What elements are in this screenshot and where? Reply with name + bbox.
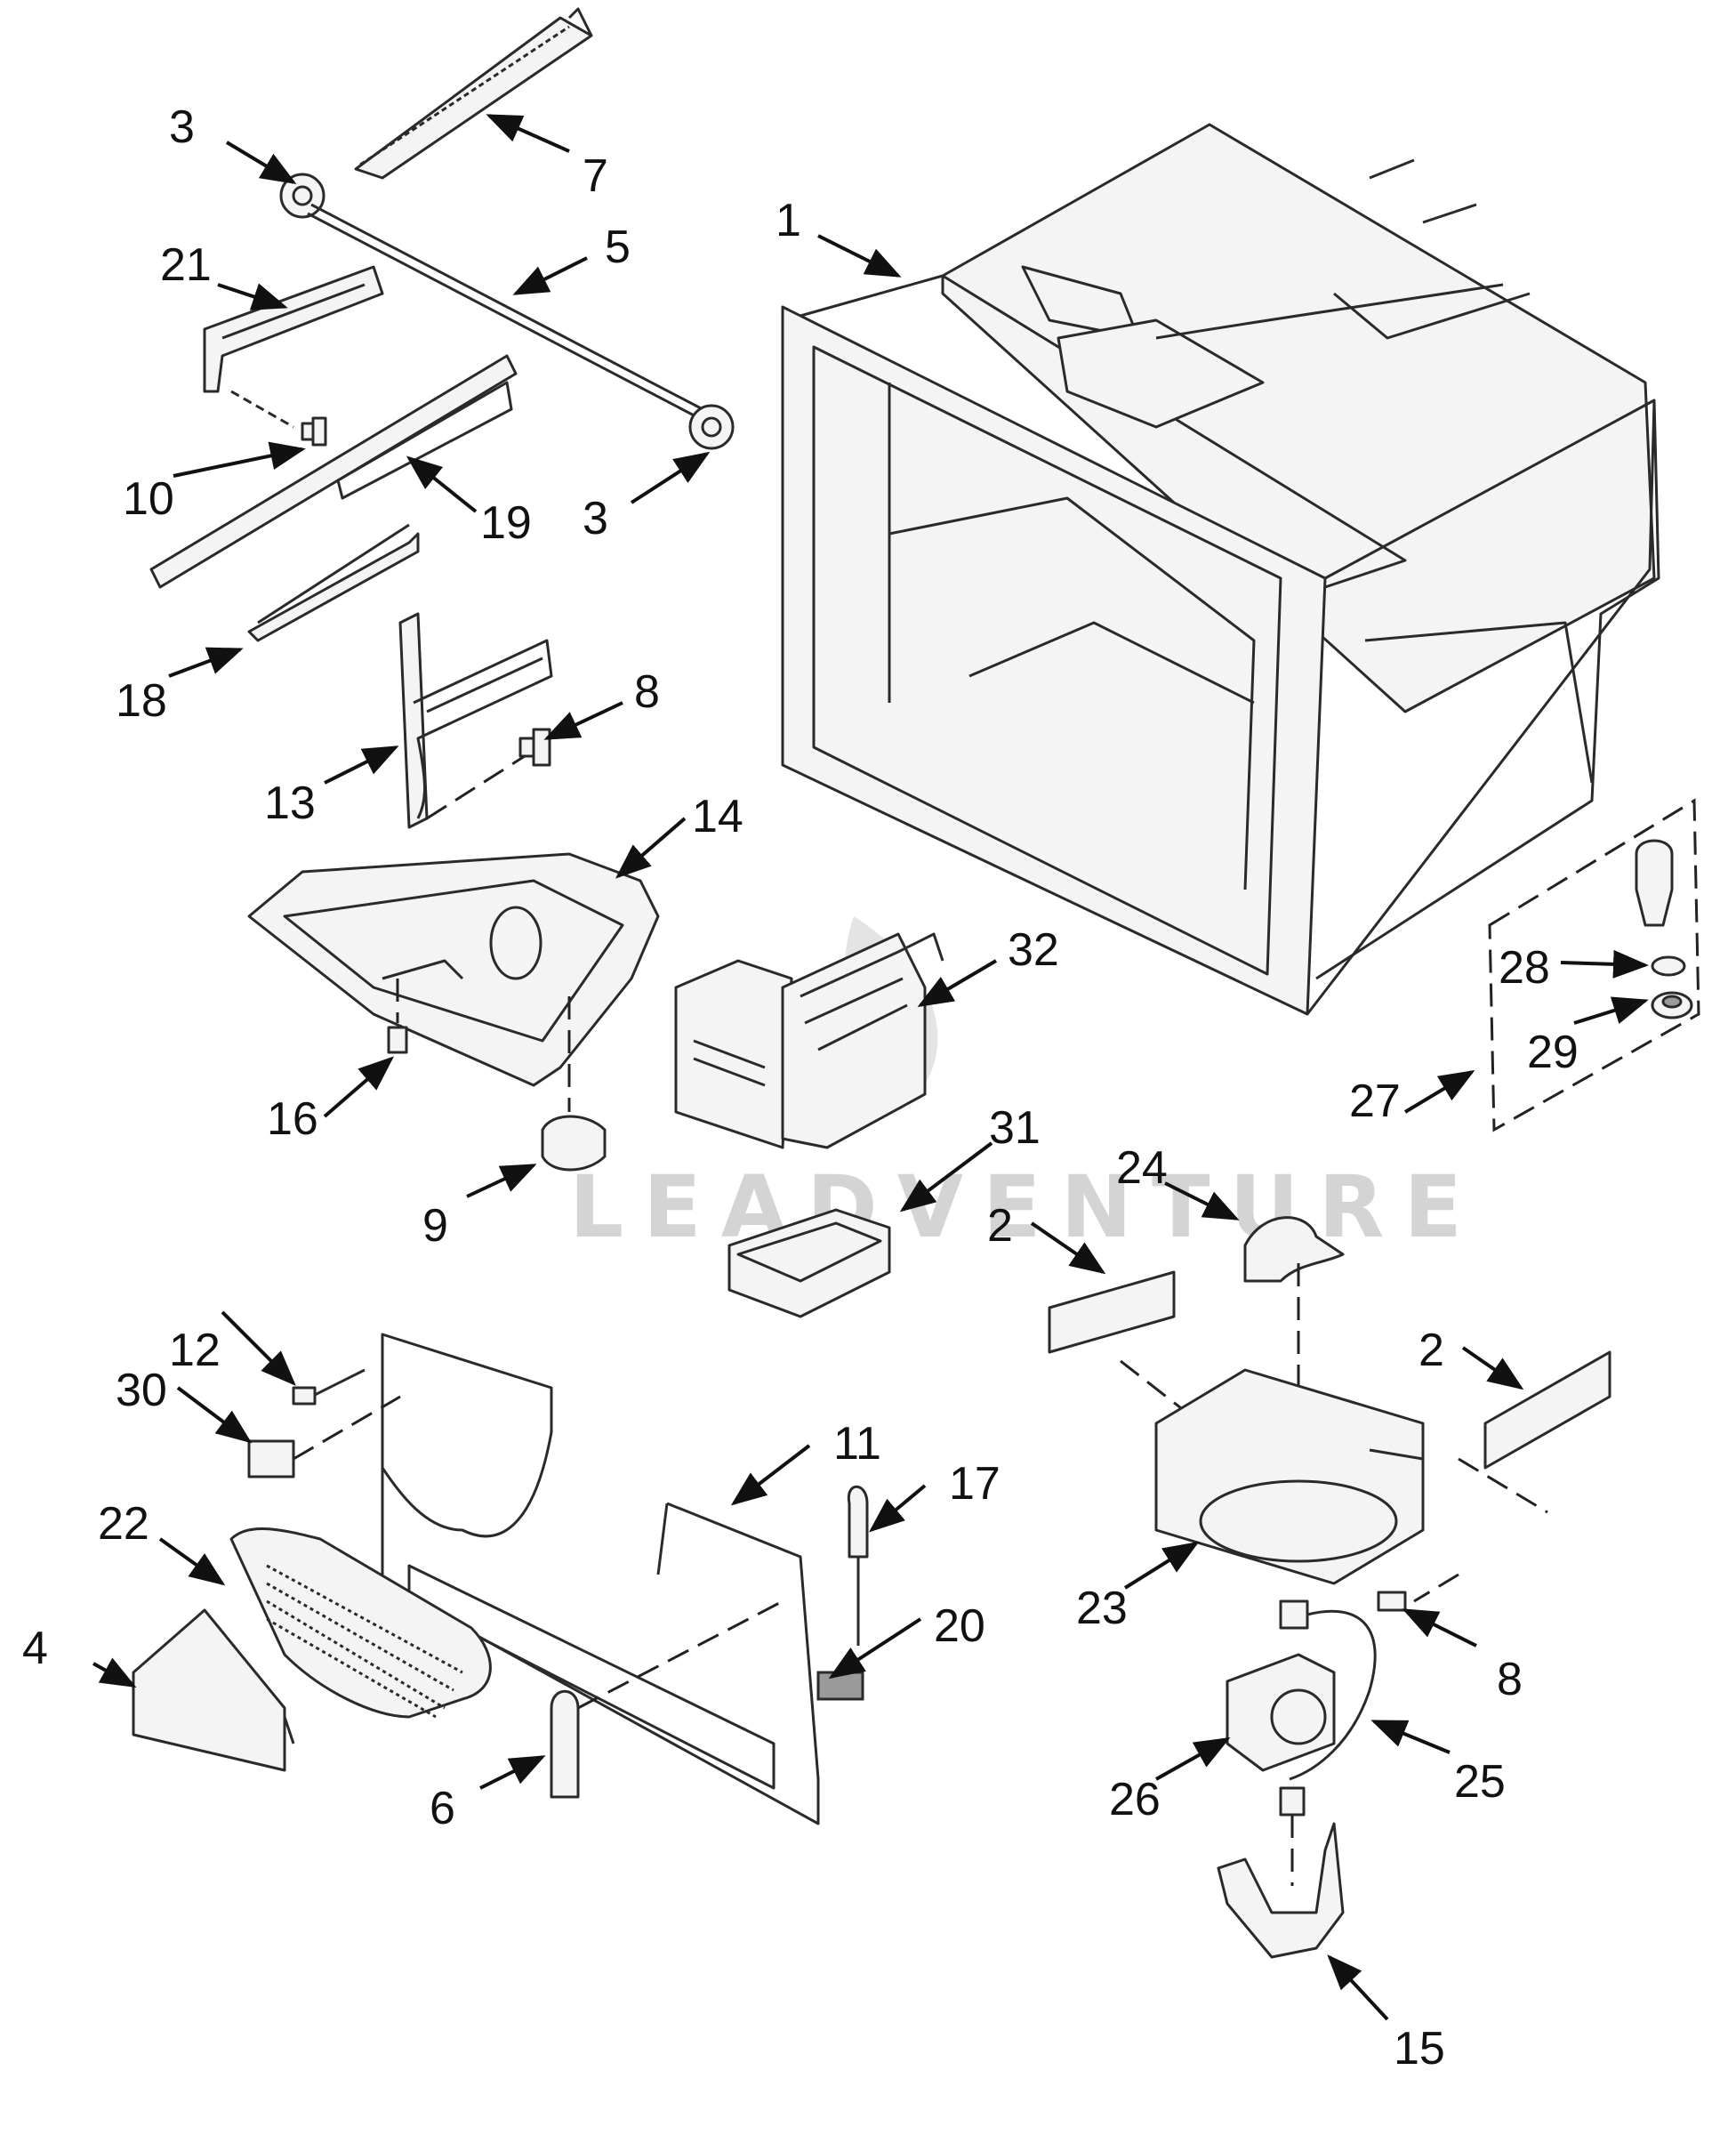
cover-part: [541, 996, 607, 1172]
fan-shroud-part: [1154, 1368, 1425, 1585]
callout-16: 16: [267, 1093, 318, 1145]
callout-24: 24: [1116, 1142, 1168, 1194]
wire-harness-part: [1289, 1609, 1377, 1781]
screw-part: [230, 390, 327, 447]
motor-mount-part: [1217, 1786, 1345, 1959]
o-ring-part: [1651, 955, 1686, 977]
callout-1: 1: [776, 195, 801, 246]
callout-9: 9: [422, 1200, 448, 1252]
callout-5: 5: [605, 222, 631, 273]
screw-part-right: [1377, 1573, 1459, 1612]
sensor-part: [847, 1485, 869, 1646]
support-part: [398, 612, 553, 829]
callout-25: 25: [1454, 1756, 1506, 1808]
auger-gear-bottom-part: [688, 404, 735, 450]
callout-17: 17: [949, 1458, 1001, 1510]
callout-6: 6: [430, 1783, 455, 1834]
clip-part: [387, 979, 408, 1054]
callout-23: 23: [1076, 1583, 1128, 1634]
shaft-part: [307, 203, 703, 420]
callout-18: 18: [116, 675, 167, 727]
callout-2-left: 2: [987, 1200, 1013, 1252]
ice-bin-housing-part: [247, 852, 660, 1087]
callout-11: 11: [833, 1418, 881, 1470]
callout-29: 29: [1527, 1027, 1579, 1078]
callout-22: 22: [98, 1498, 149, 1550]
valve-kit-box-part: [1488, 798, 1700, 1132]
callout-21: 21: [160, 239, 212, 291]
callout-26: 26: [1109, 1774, 1161, 1825]
screw-part-left: [292, 1368, 366, 1406]
callout-10: 10: [123, 473, 174, 525]
slide-rail-part: [149, 354, 518, 589]
cover-box-part: [132, 1608, 295, 1772]
leader-arrows: [92, 114, 1649, 2021]
callout-28: 28: [1499, 942, 1550, 994]
damper-part: [550, 1689, 580, 1799]
bracket-part: [203, 265, 384, 393]
callout-31: 31: [989, 1102, 1041, 1154]
callout-4: 4: [22, 1623, 48, 1674]
back-panel-part: [381, 1333, 820, 1825]
callout-15: 15: [1394, 2023, 1445, 2075]
callout-2-right: 2: [1419, 1325, 1444, 1376]
foam-block-right-part: [1458, 1350, 1611, 1514]
screw-part-upper: [426, 728, 551, 820]
rail-top-part: [354, 7, 593, 180]
ice-tray-part: [727, 1208, 891, 1318]
water-valve-part: [1635, 839, 1674, 927]
callout-30: 30: [116, 1365, 167, 1416]
callout-labels: 1 2 2 3 3 4 5 6 7 8 8 9 10 11 12 13 14 1…: [22, 101, 1579, 2075]
callout-7: 7: [583, 150, 608, 202]
callout-32: 32: [1008, 924, 1059, 976]
fan-motor-part: [1226, 1599, 1336, 1772]
foam-block-left-part: [1048, 1270, 1202, 1425]
callout-20: 20: [934, 1600, 985, 1652]
callout-27: 27: [1349, 1076, 1401, 1127]
slide-rail-lower-part: [247, 523, 420, 642]
callout-12: 12: [169, 1325, 221, 1376]
callout-8-upper: 8: [634, 666, 660, 718]
callout-13: 13: [264, 777, 316, 829]
freezer-liner-part: [781, 123, 1660, 1016]
callout-19: 19: [480, 497, 532, 549]
callout-3-top: 3: [169, 101, 195, 153]
bracket-light-part: [247, 1395, 401, 1478]
callout-14: 14: [692, 791, 743, 842]
callout-3-bottom: 3: [583, 493, 608, 544]
ice-maker-part: [674, 932, 944, 1149]
gasket-strip-part: [816, 1671, 864, 1701]
watermark-text: LEADVENTURE: [569, 1157, 1482, 1257]
grille-part: [229, 1527, 492, 1719]
callout-8-lower: 8: [1497, 1654, 1523, 1705]
washer-part: [1651, 991, 1693, 1019]
